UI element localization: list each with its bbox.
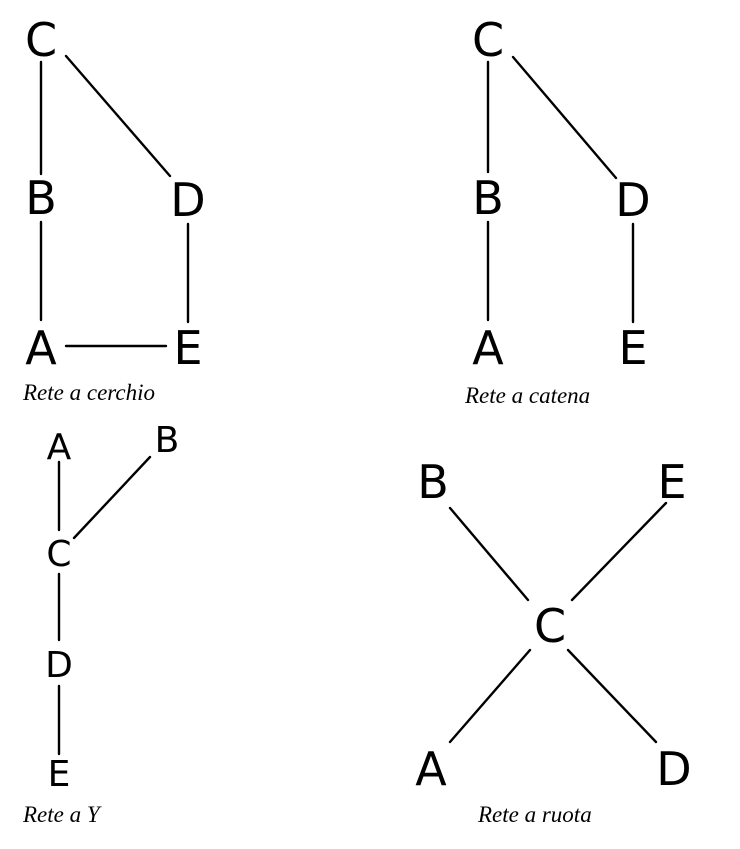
edge-b-c xyxy=(448,506,530,602)
node-e: E xyxy=(618,321,647,375)
node-d: D xyxy=(45,645,73,686)
node-e: E xyxy=(173,321,202,375)
node-b: B xyxy=(155,420,180,461)
node-b: B xyxy=(417,455,449,509)
edge-c-d xyxy=(64,54,172,178)
node-c: C xyxy=(25,13,57,67)
node-d: D xyxy=(656,742,691,796)
node-a: A xyxy=(47,427,72,468)
node-e: E xyxy=(657,455,686,509)
node-c: C xyxy=(46,534,71,575)
edge-c-d xyxy=(511,55,618,180)
network-wheel: B E C A D Rete a ruota xyxy=(415,455,691,827)
caption-y: Rete a Y xyxy=(22,802,102,827)
node-b: B xyxy=(25,171,57,225)
node-d: D xyxy=(615,173,650,227)
edge-b-c xyxy=(72,455,152,540)
caption-wheel: Rete a ruota xyxy=(477,802,592,827)
caption-circle: Rete a cerchio xyxy=(22,380,155,405)
caption-chain: Rete a catena xyxy=(464,383,590,408)
edge-e-c xyxy=(570,501,668,602)
network-chain: C B D A E Rete a catena xyxy=(464,13,651,408)
node-a: A xyxy=(415,742,447,796)
node-b: B xyxy=(472,171,504,225)
network-circle: C B D A E Rete a cerchio xyxy=(22,13,206,405)
node-d: D xyxy=(170,173,205,227)
node-a: A xyxy=(25,321,57,375)
edge-a-c xyxy=(448,648,532,744)
node-e: E xyxy=(48,754,71,795)
node-c: C xyxy=(534,599,566,653)
node-a: A xyxy=(472,321,504,375)
network-y: A B C D E Rete a Y xyxy=(22,420,179,827)
node-c: C xyxy=(472,13,504,67)
edge-d-c xyxy=(566,648,658,744)
